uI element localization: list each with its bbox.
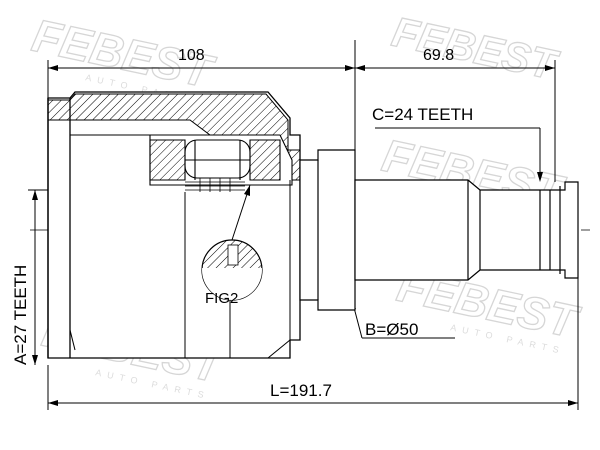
dim-label-69-8: 69.8 bbox=[423, 47, 454, 64]
label-c-teeth: C=24 TEETH bbox=[372, 105, 473, 124]
dim-label-108: 108 bbox=[178, 47, 205, 64]
label-b-diameter: B=Ø50 bbox=[365, 320, 418, 339]
inner-spline bbox=[185, 178, 245, 192]
fig2-detail: FIG2 bbox=[201, 184, 263, 307]
shaft bbox=[354, 179, 579, 281]
watermark-brand-text: FEBEST bbox=[388, 8, 563, 89]
label-overall-length: L=191.7 bbox=[270, 381, 332, 400]
label-a-teeth: A=27 TEETH bbox=[11, 265, 30, 365]
neck bbox=[299, 149, 356, 311]
watermark-5: FEBEST bbox=[387, 7, 563, 89]
fig2-label: FIG2 bbox=[205, 290, 238, 307]
dimension-lines bbox=[28, 40, 579, 410]
inner-race bbox=[149, 134, 293, 186]
